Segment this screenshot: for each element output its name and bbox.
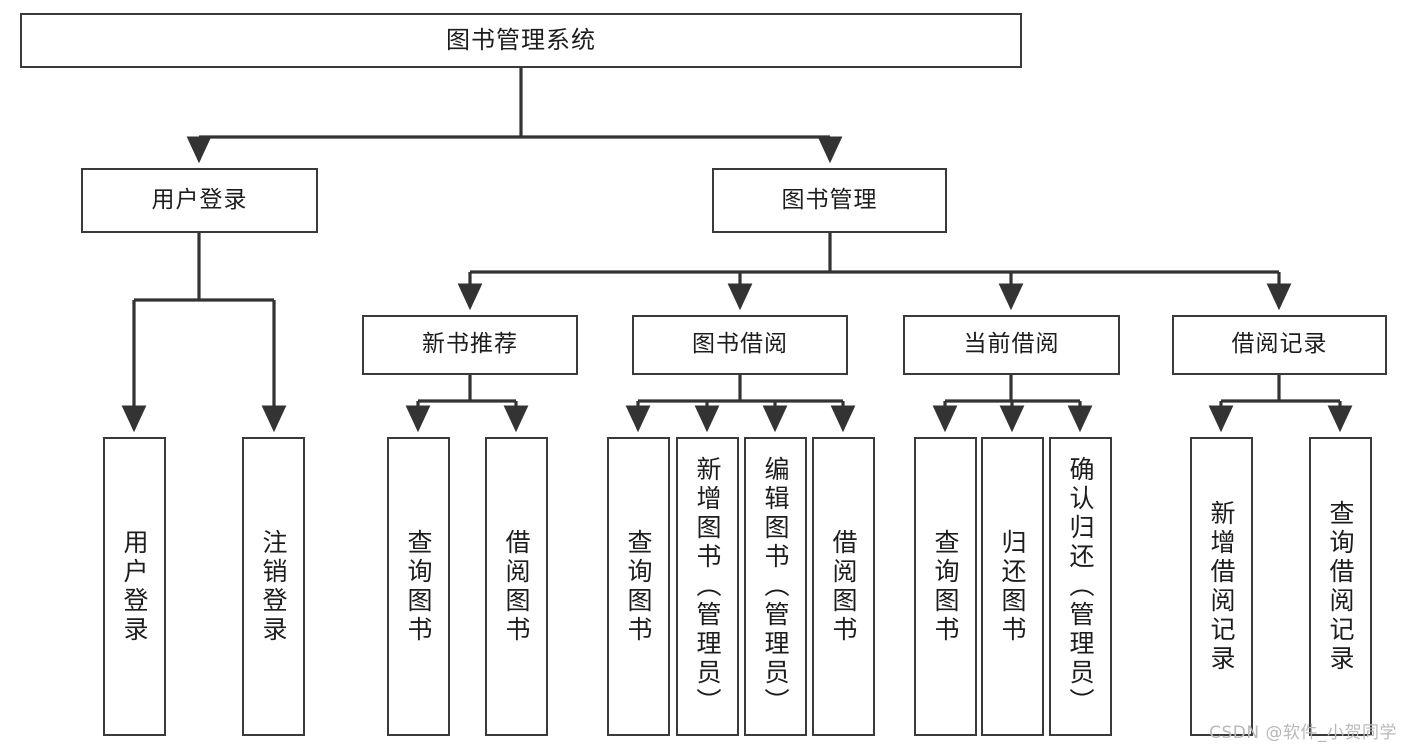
node-leaf-user-login[interactable]: 用户登录 [103, 437, 166, 736]
node-leaf-borrow-book-2-label: 借阅图书 [829, 528, 858, 645]
node-book-borrow[interactable]: 图书借阅 [632, 315, 848, 375]
watermark: CSDN @软件_小贺同学 [1209, 723, 1397, 743]
node-new-book-recommend-label: 新书推荐 [422, 331, 518, 358]
node-user-login-label: 用户登录 [151, 186, 248, 213]
node-leaf-query-record-label: 查询借阅记录 [1326, 499, 1355, 674]
node-new-book-recommend[interactable]: 新书推荐 [362, 315, 578, 375]
node-leaf-query-book-1-label: 查询图书 [404, 528, 433, 645]
node-leaf-query-book-3[interactable]: 查询图书 [914, 437, 977, 736]
node-leaf-user-logout[interactable]: 注销登录 [242, 437, 305, 736]
node-leaf-add-book[interactable]: 新增图书（管理员） [676, 437, 739, 736]
node-book-manage-label: 图书管理 [781, 186, 878, 213]
node-user-login[interactable]: 用户登录 [81, 168, 318, 233]
node-leaf-return-book[interactable]: 归还图书 [981, 437, 1044, 736]
node-root[interactable]: 图书管理系统 [20, 13, 1022, 68]
node-leaf-borrow-book-2[interactable]: 借阅图书 [812, 437, 875, 736]
node-leaf-edit-book[interactable]: 编辑图书（管理员） [744, 437, 807, 736]
node-book-manage[interactable]: 图书管理 [712, 168, 947, 233]
node-leaf-confirm-return-label: 确认归还（管理员） [1066, 456, 1095, 717]
node-book-borrow-label: 图书借阅 [692, 331, 788, 358]
node-leaf-query-book-3-label: 查询图书 [931, 528, 960, 645]
node-leaf-add-record[interactable]: 新增借阅记录 [1190, 437, 1253, 736]
node-leaf-borrow-book-1-label: 借阅图书 [502, 528, 531, 645]
node-leaf-query-book-2[interactable]: 查询图书 [607, 437, 670, 736]
node-borrow-record-label: 借阅记录 [1231, 331, 1328, 358]
node-leaf-edit-book-label: 编辑图书（管理员） [761, 456, 790, 717]
node-leaf-user-login-label: 用户登录 [120, 528, 149, 645]
node-leaf-query-book-2-label: 查询图书 [624, 528, 653, 645]
node-leaf-add-book-label: 新增图书（管理员） [693, 456, 722, 717]
node-leaf-return-book-label: 归还图书 [998, 528, 1027, 645]
node-current-borrow[interactable]: 当前借阅 [903, 315, 1120, 375]
node-leaf-query-book-1[interactable]: 查询图书 [387, 437, 450, 736]
node-leaf-add-record-label: 新增借阅记录 [1207, 499, 1236, 674]
node-leaf-confirm-return[interactable]: 确认归还（管理员） [1049, 437, 1112, 736]
node-leaf-query-record[interactable]: 查询借阅记录 [1309, 437, 1372, 736]
node-leaf-borrow-book-1[interactable]: 借阅图书 [485, 437, 548, 736]
node-leaf-user-logout-label: 注销登录 [259, 528, 288, 645]
node-root-label: 图书管理系统 [446, 26, 596, 55]
node-borrow-record[interactable]: 借阅记录 [1172, 315, 1387, 375]
node-current-borrow-label: 当前借阅 [963, 331, 1060, 358]
